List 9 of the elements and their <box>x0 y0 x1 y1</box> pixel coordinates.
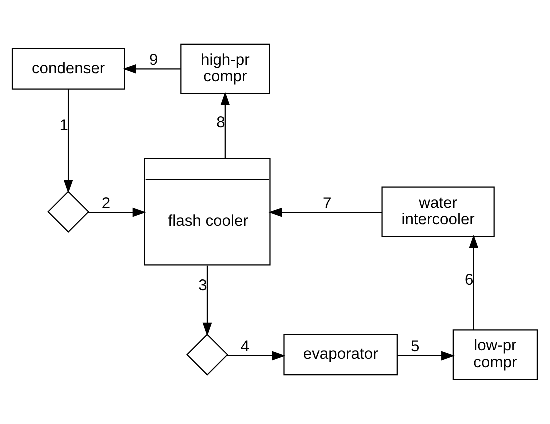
edge-label: 9 <box>150 52 158 69</box>
edge-label: 8 <box>216 114 226 132</box>
edge-label: 2 <box>102 195 111 212</box>
edge-label: 3 <box>198 277 208 294</box>
edge-label: 6 <box>465 272 474 289</box>
edge-label: 1 <box>60 118 68 135</box>
edge-label: 4 <box>240 338 250 356</box>
edge-label: 5 <box>410 338 420 356</box>
edge-label: 7 <box>323 195 332 212</box>
